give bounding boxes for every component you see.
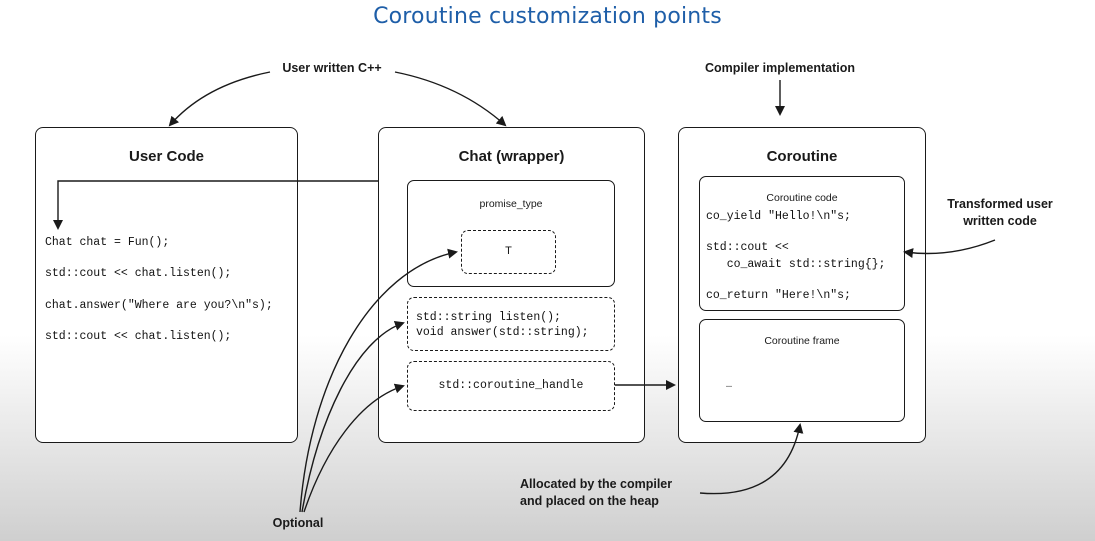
arrow-transformed-code: [903, 239, 996, 259]
coroutine-frame-box: Coroutine frame …: [699, 319, 905, 422]
arrow-allocated: [699, 423, 804, 495]
arrow-chat-to-user-code: [53, 180, 378, 230]
coroutine-code-line: co_return "Here!\n"s;: [706, 289, 851, 302]
chat-methods-box: std::string listen(); void answer(std::s…: [407, 297, 615, 351]
note-compiler-implementation: Compiler implementation: [704, 61, 856, 75]
arrow-to-user-code: [168, 71, 271, 127]
coroutine-frame-label: Coroutine frame: [764, 335, 840, 347]
note-user-written: User written C++: [282, 61, 382, 75]
user-code-line: chat.answer("Where are you?\n"s);: [45, 299, 273, 312]
arrow-optional-to-t: [299, 248, 458, 513]
user-code-line: std::cout << chat.listen();: [45, 330, 232, 343]
coroutine-code-line: std::cout <<: [706, 241, 789, 254]
coroutine-handle-code: std::coroutine_handle: [438, 379, 584, 392]
page-title: Coroutine customization points: [373, 4, 722, 29]
user-code-box: User Code: [35, 127, 298, 443]
user-code-title: User Code: [128, 148, 205, 165]
arrow-optional-to-handle: [303, 383, 405, 513]
coroutine-frame-content: …: [726, 380, 733, 391]
note-allocated-line-2: and placed on the heap: [520, 494, 659, 508]
template-param-box: T: [461, 230, 556, 274]
coroutine-code-line: co_await std::string{};: [706, 258, 886, 271]
user-code-line: std::cout << chat.listen();: [45, 267, 232, 280]
template-param-label: T: [505, 245, 512, 257]
note-transformed-line-2: written code: [963, 214, 1037, 228]
coroutine-handle-box: std::coroutine_handle: [407, 361, 615, 411]
coroutine-title: Coroutine: [766, 148, 838, 165]
promise-type-label: promise_type: [479, 198, 543, 210]
note-transformed-line-1: Transformed user: [947, 197, 1053, 211]
note-transformed-code: Transformed user written code: [930, 196, 1070, 230]
note-optional: Optional: [272, 516, 324, 530]
coroutine-code-label: Coroutine code: [766, 192, 838, 204]
arrow-optional-to-methods: [301, 320, 405, 513]
user-code-line: Chat chat = Fun();: [45, 236, 170, 249]
coroutine-code-box: Coroutine code: [699, 176, 905, 311]
arrow-to-chat-wrapper: [394, 71, 507, 127]
coroutine-code-line: co_yield "Hello!\n"s;: [706, 210, 851, 223]
note-allocated: Allocated by the compiler and placed on …: [520, 476, 720, 510]
chat-wrapper-title: Chat (wrapper): [458, 148, 565, 165]
chat-methods-code: std::string listen(); void answer(std::s…: [416, 311, 589, 339]
note-allocated-line-1: Allocated by the compiler: [520, 477, 673, 491]
